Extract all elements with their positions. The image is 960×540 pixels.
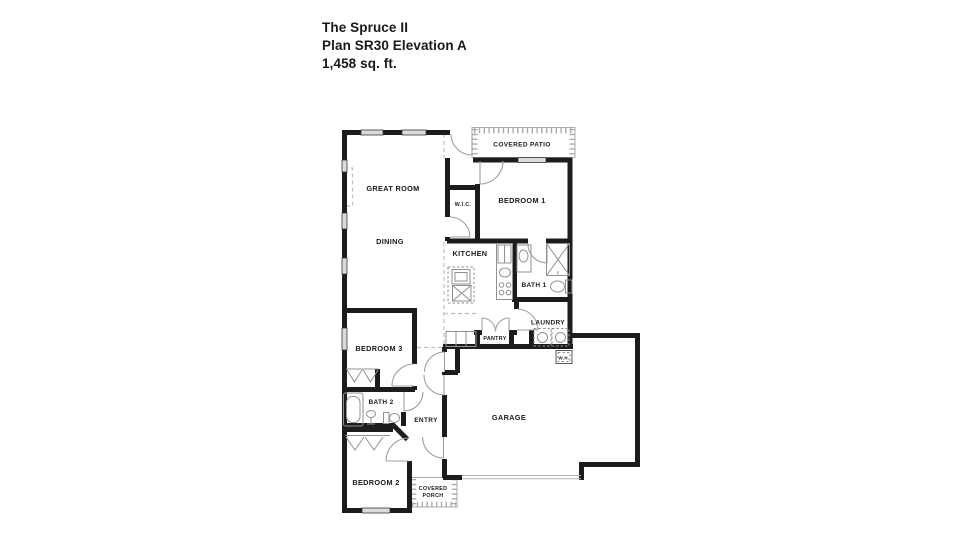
room-label-bath1: BATH 1	[521, 282, 546, 289]
toilet-tank	[565, 279, 573, 294]
kitchen-island	[447, 266, 475, 304]
washer	[533, 328, 552, 347]
garage-door-opening	[462, 475, 581, 480]
room-label-wic: W.I.C.	[455, 202, 472, 208]
plan-number: Plan SR30 Elevation A	[322, 38, 467, 53]
toilet	[550, 280, 565, 293]
floor-transition-lines	[417, 134, 477, 349]
bath1-fixtures	[516, 243, 573, 294]
room-label-bedroom1: BEDROOM 1	[498, 196, 545, 205]
room-label-great-room: GREAT ROOM	[366, 184, 419, 193]
bath2-fixtures	[343, 392, 400, 427]
title-block: The Spruce II Plan SR30 Elevation A 1,45…	[322, 19, 467, 73]
water-heater	[555, 350, 573, 364]
windows	[341, 129, 547, 514]
tub	[343, 392, 364, 427]
room-label-covered-patio: COVERED PATIO	[493, 142, 550, 149]
plan-name: The Spruce II	[322, 20, 409, 35]
room-label-wh: W.H.	[559, 356, 570, 361]
pedestal-sink	[366, 410, 376, 418]
closet-doors	[345, 368, 390, 451]
room-label-garage: GARAGE	[492, 413, 526, 422]
room-label-entry: ENTRY	[414, 417, 438, 424]
room-label-dining: DINING	[376, 237, 404, 246]
room-label-kitchen: KITCHEN	[453, 249, 488, 258]
room-label-bedroom3: BEDROOM 3	[355, 344, 402, 353]
room-label-pantry: PANTRY	[483, 336, 506, 342]
vanity	[516, 244, 532, 273]
toilet2-tank	[383, 412, 390, 424]
dryer	[551, 328, 570, 347]
room-label-laundry: LAUNDRY	[531, 320, 565, 327]
room-label-bedroom2: BEDROOM 2	[352, 478, 399, 487]
room-label-covered-porch-2: PORCH	[423, 493, 444, 499]
shower	[546, 243, 570, 276]
room-label-bath2: BATH 2	[368, 399, 393, 406]
plan-area: 1,458 sq. ft.	[322, 56, 397, 71]
kitchen-fixtures	[445, 243, 513, 347]
door-swings	[385, 133, 548, 462]
toilet2	[389, 413, 400, 423]
laundry-fixtures	[533, 328, 570, 347]
room-label-covered-porch-1: COVERED	[419, 486, 448, 492]
